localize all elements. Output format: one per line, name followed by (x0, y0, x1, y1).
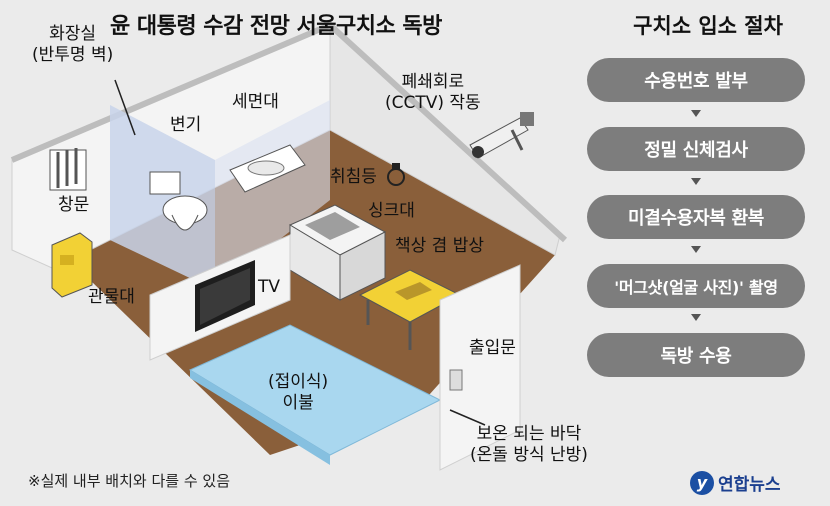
label-washbasin: 세면대 (232, 92, 279, 112)
label-bedding: (접이식)이불 (268, 372, 329, 414)
cabinet-fixture (51, 232, 93, 298)
label-cctv: 폐쇄회로(CCTV) 작동 (385, 72, 481, 114)
procedure-step-5: 독방 수용 (587, 333, 805, 377)
label-floor: 보온 되는 바닥(온돌 방식 난방) (470, 424, 588, 466)
procedure-step-1: 수용번호 발부 (587, 58, 805, 102)
tv-set (195, 260, 255, 332)
arrow-down-icon (691, 314, 701, 321)
cctv-camera (469, 112, 534, 159)
label-toilet: 변기 (170, 115, 202, 135)
diagram-title: 윤 대통령 수감 전망 서울구치소 독방 (110, 14, 442, 39)
toilet-fixture (149, 171, 208, 231)
yonhap-logo-icon: y (690, 470, 714, 495)
label-lamp: 취침등 (330, 167, 377, 187)
translucent-wall (110, 105, 215, 290)
arrow-down-icon (691, 246, 701, 253)
label-door: 출입문 (469, 338, 516, 358)
label-toilet-room: 화장실(반투명 벽) (32, 24, 114, 66)
lamp-icon (387, 163, 405, 186)
arrow-down-icon (691, 178, 701, 185)
washbasin-fixture (229, 144, 306, 193)
entry-door (439, 264, 521, 471)
procedure-step-4: '머그샷(얼굴 사진)' 촬영 (587, 264, 805, 308)
label-tv: TV (258, 277, 281, 297)
label-sink: 싱크대 (368, 201, 415, 221)
procedure-step-2: 정밀 신체검사 (587, 127, 805, 171)
yonhap-logo: y 연합뉴스 (690, 470, 781, 495)
sink-unit (288, 204, 387, 301)
arrow-down-icon (691, 110, 701, 117)
logo-text: 연합뉴스 (718, 475, 781, 495)
label-cabinet: 관물대 (88, 287, 135, 307)
label-window: 창문 (58, 195, 90, 215)
window-bars (49, 148, 87, 191)
procedure-step-3: 미결수용자복 환복 (587, 195, 805, 239)
disclaimer-note: ※실제 내부 배치와 다를 수 있음 (28, 472, 231, 490)
label-desk: 책상 겸 밥상 (395, 236, 485, 256)
procedure-title: 구치소 입소 절차 (633, 14, 783, 38)
